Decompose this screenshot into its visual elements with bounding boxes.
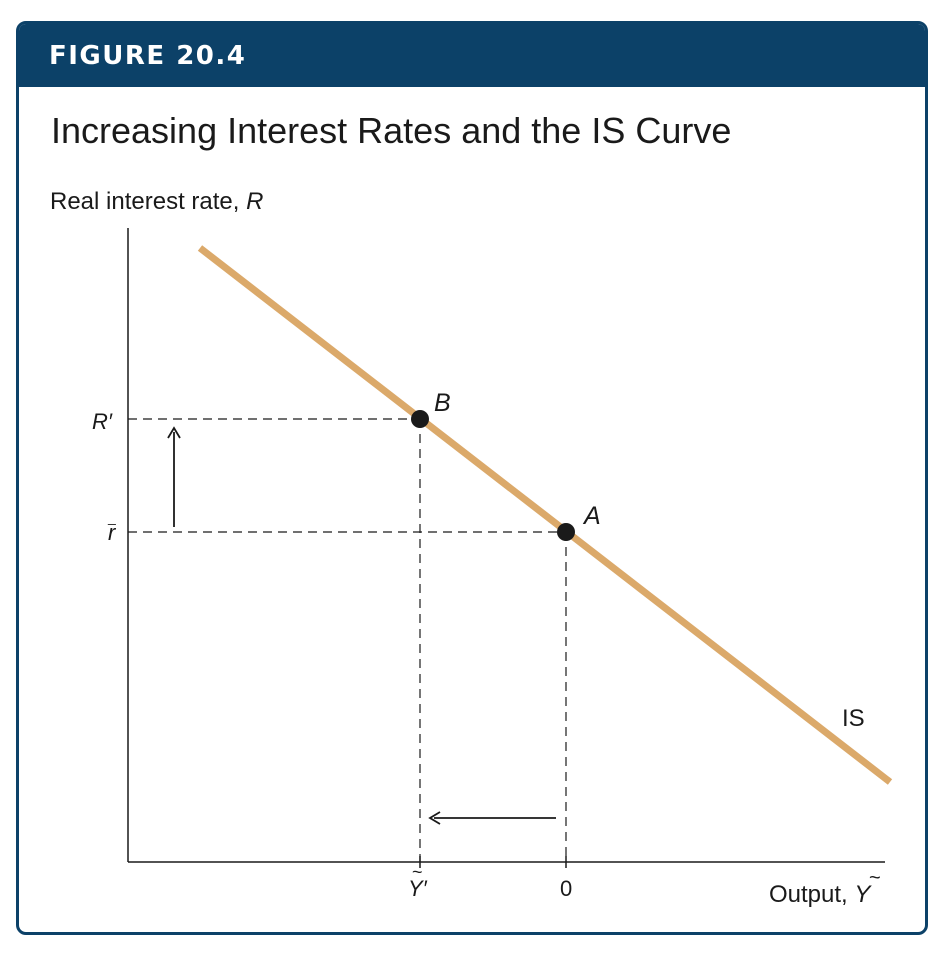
point-b [411, 410, 429, 428]
interest-rate-arrowhead-icon [167, 426, 181, 439]
zero-tick-label: 0 [560, 876, 572, 901]
r-bar-tick-label: r [108, 520, 117, 545]
output-arrowhead-icon [428, 811, 441, 825]
figure-number: FIGURE 20.4 [49, 41, 247, 71]
figure-header: FIGURE 20.4 [19, 24, 925, 87]
figure-frame: FIGURE 20.4 Increasing Interest Rates an… [16, 21, 928, 935]
r-bar-accent: _ [107, 509, 116, 525]
r-prime-tick-label: R′ [92, 409, 113, 434]
is-curve [197, 245, 893, 785]
x-axis-label-accent: ~ [869, 867, 881, 889]
y-axis-label: Real interest rate, R [50, 188, 263, 215]
y-prime-accent: ~ [412, 862, 423, 882]
figure-title: Increasing Interest Rates and the IS Cur… [51, 110, 732, 151]
x-axis-label: Output, Y [769, 881, 872, 908]
is-curve-label: IS [842, 705, 865, 732]
point-a-label: A [582, 502, 601, 530]
point-a [557, 523, 575, 541]
point-b-label: B [434, 389, 451, 417]
y-prime-tick-label: Y′ [408, 876, 428, 901]
